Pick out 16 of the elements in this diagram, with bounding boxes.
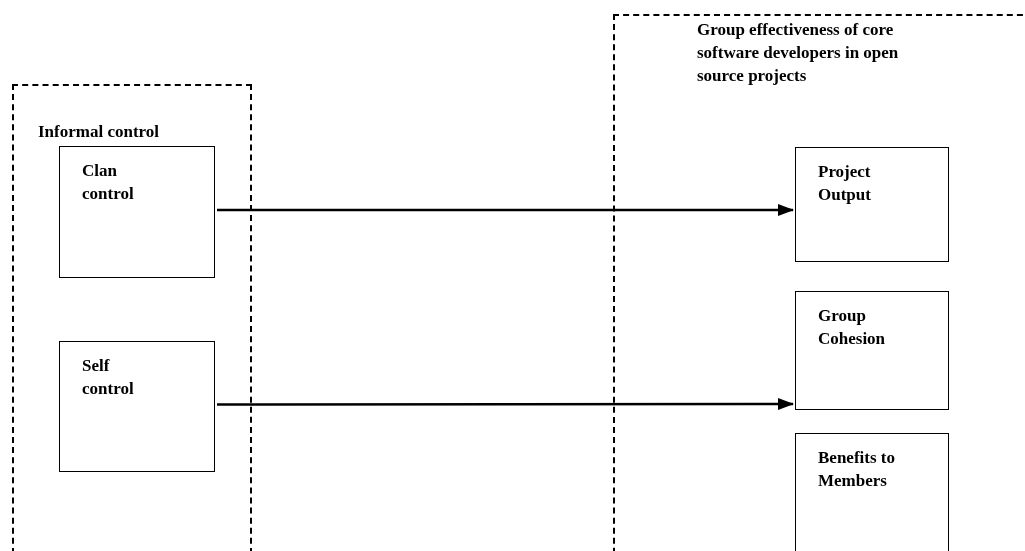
group-heading: Group effectiveness of core software developers in open source projects [697,19,900,87]
arrow [217,204,794,216]
arrow [217,398,794,410]
concept-box [795,291,949,410]
concept-box [795,147,949,262]
concept-box [59,341,215,472]
dashed-group-frame [12,84,252,551]
box-label: Benefits to Members [818,447,896,492]
box-label: Group Cohesion [818,305,887,350]
dashed-group-frame [613,14,1025,551]
concept-box [59,146,215,278]
box-label: Self control [82,355,135,400]
group-heading: Informal control [38,121,161,143]
box-label: Clan control [82,160,135,205]
box-label: Project Output [818,161,872,206]
concept-box [795,433,949,551]
